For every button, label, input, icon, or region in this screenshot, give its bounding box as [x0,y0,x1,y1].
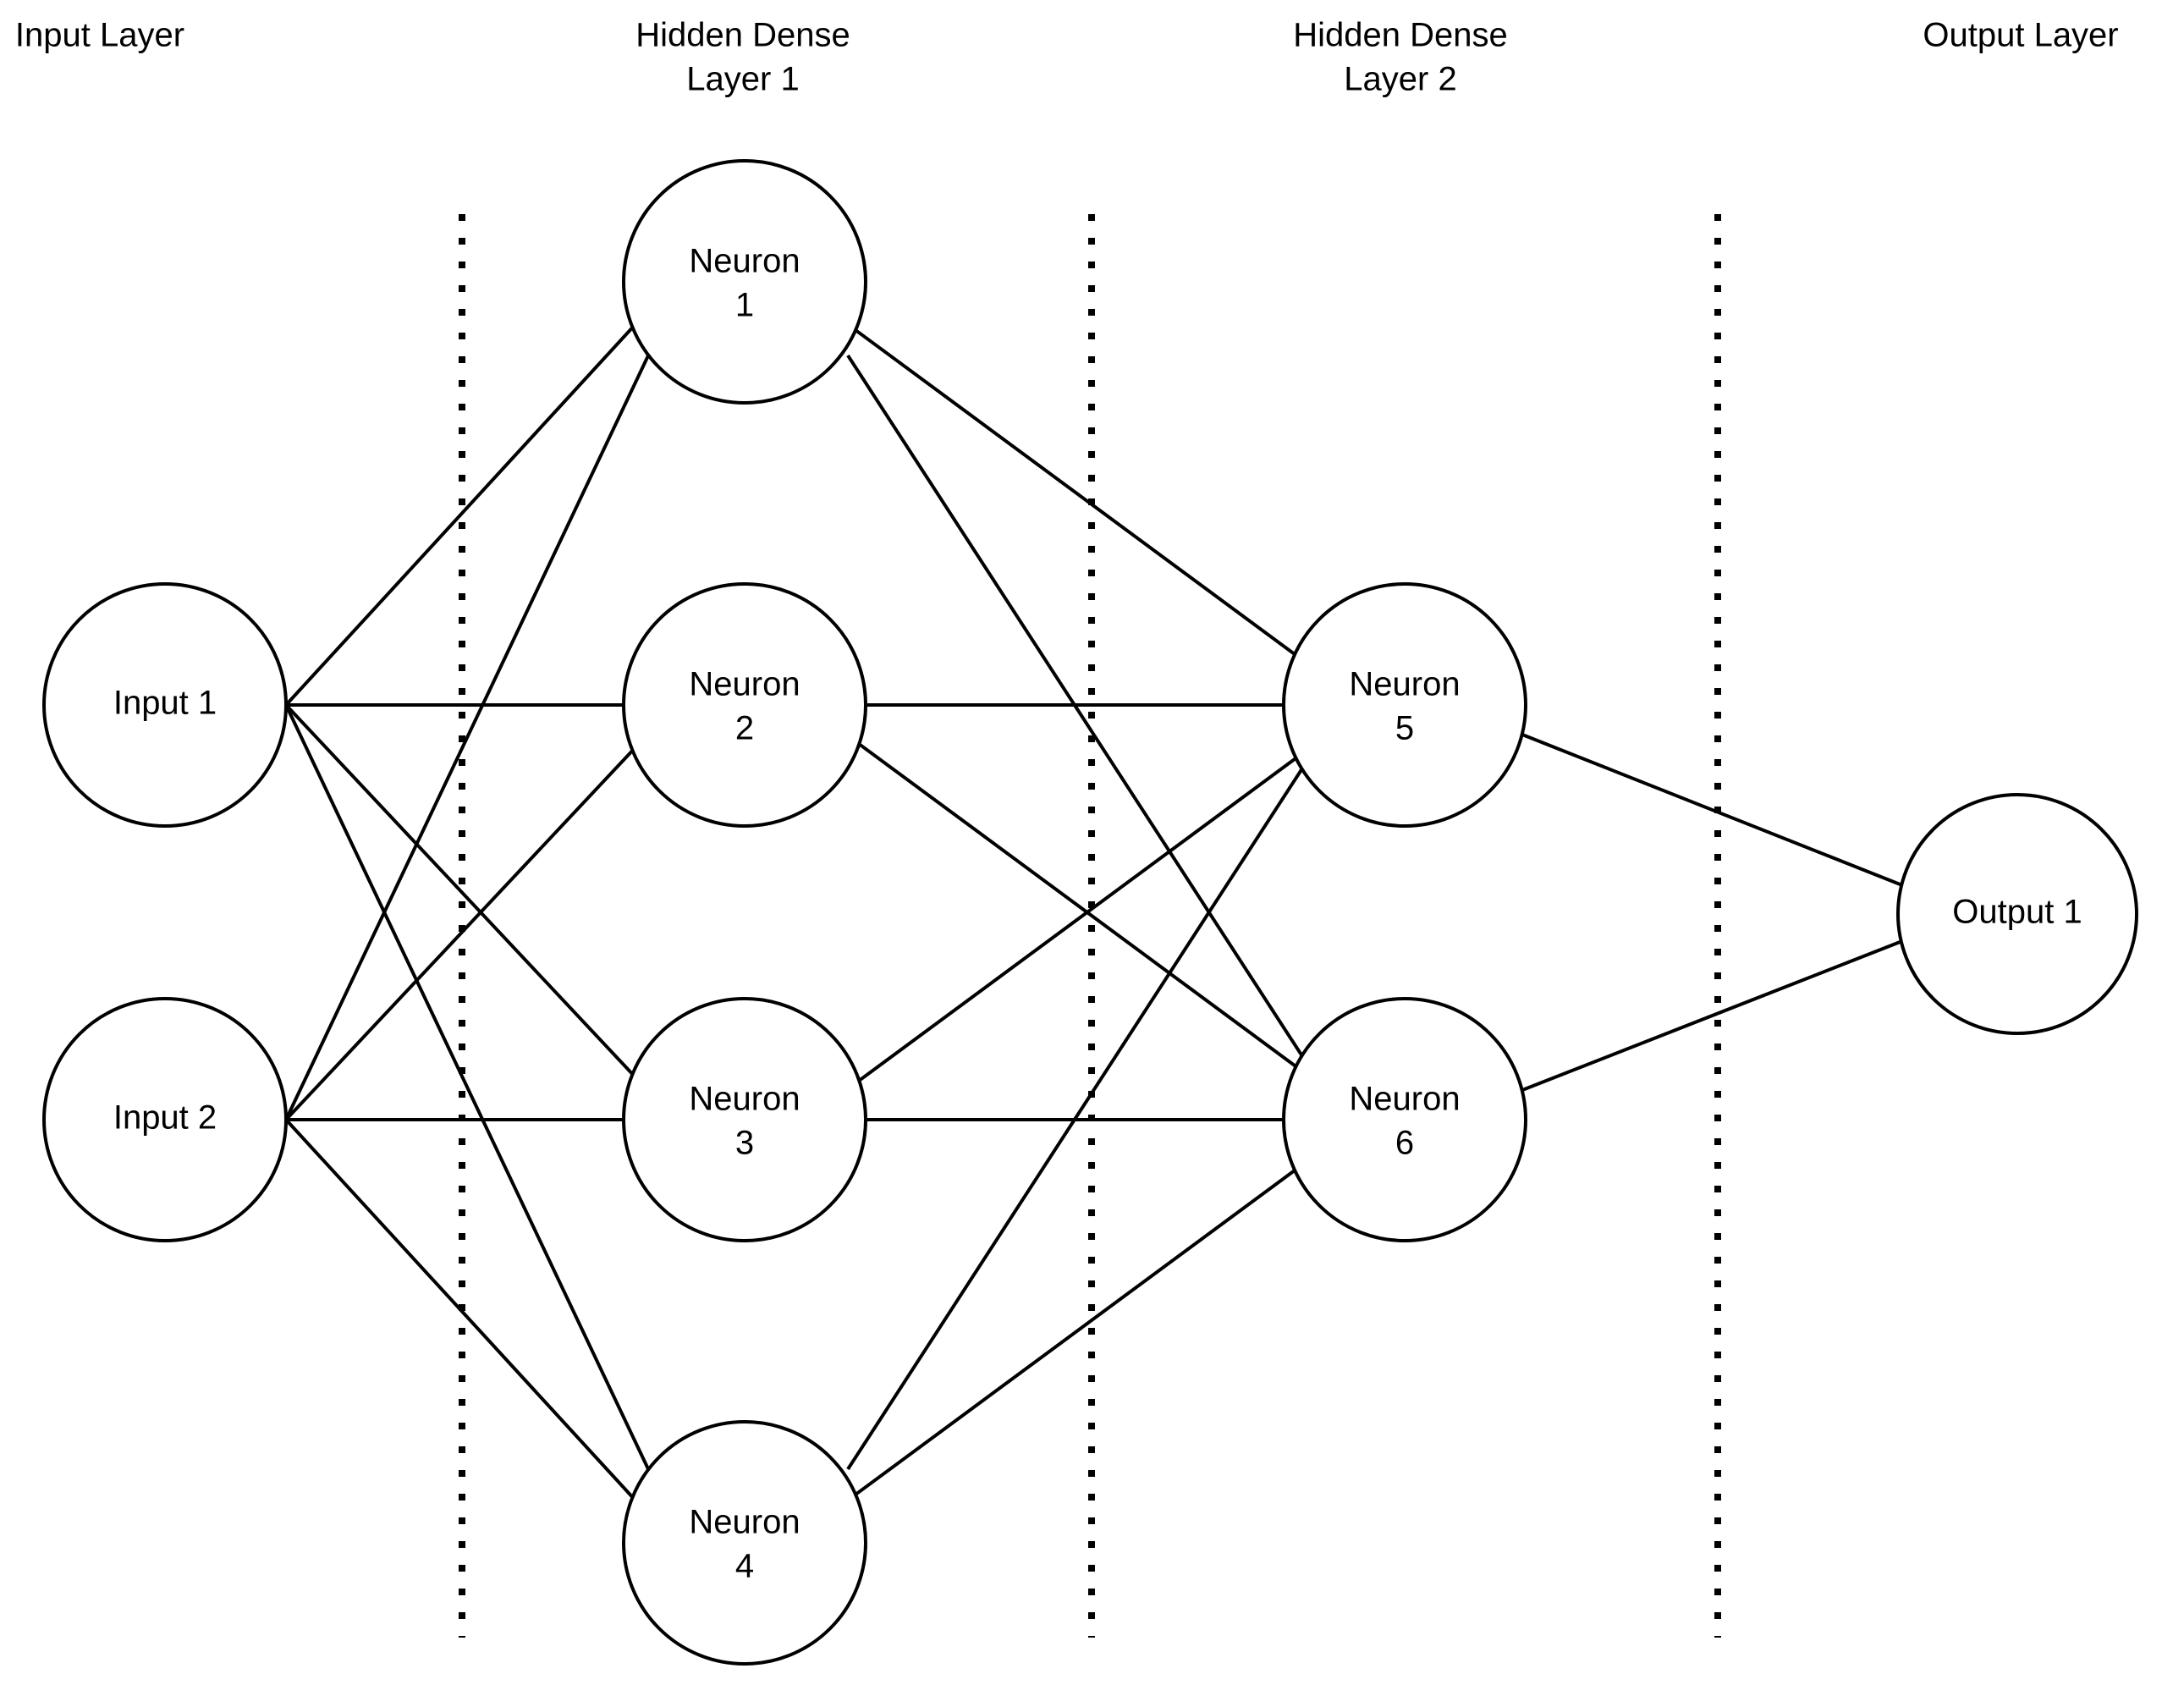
node-neuron6[interactable]: Neuron 6 [1282,997,1527,1242]
layer-title-hidden2-line1: Hidden Dense [1293,17,1508,54]
node-label-neuron1-line2: 1 [735,287,754,324]
node-label-neuron5-line2: 5 [1395,710,1414,747]
edge-neuron4-neuron6 [854,1166,1300,1496]
node-circle-neuron4[interactable] [622,1420,867,1666]
node-label-neuron6-line2: 6 [1395,1125,1414,1162]
node-circle-neuron2[interactable] [622,582,867,828]
node-label-neuron6-line1: Neuron [1349,1081,1460,1118]
node-circle-neuron3[interactable] [622,997,867,1242]
edge-input1-neuron4 [284,704,652,1473]
node-label-neuron3-line2: 3 [735,1125,754,1162]
node-input1[interactable]: Input 1 [42,582,288,828]
layer-title-hidden1-line1: Hidden Dense [635,17,850,54]
node-neuron3[interactable]: Neuron 3 [622,997,867,1242]
node-label-neuron4-line1: Neuron [689,1504,800,1541]
node-label-neuron5-line1: Neuron [1349,666,1460,703]
edge-input1-neuron1 [284,322,638,707]
separator-group [459,214,1721,1638]
node-label-neuron1-line1: Neuron [689,243,800,280]
edge-neuron3-neuron5 [854,755,1300,1085]
node-circle-input1[interactable] [42,582,288,828]
node-neuron1[interactable]: Neuron 1 [622,159,867,405]
node-circle-output1[interactable] [1896,793,2138,1035]
node-circle-neuron1[interactable] [622,159,867,405]
node-label-input2: Input 2 [113,1099,217,1137]
edge-neuron6-output1 [1517,939,1903,1093]
node-circle-input2[interactable] [42,997,288,1242]
node-circle-neuron6[interactable] [1282,997,1527,1242]
node-neuron2[interactable]: Neuron 2 [622,582,867,828]
node-label-neuron2-line1: Neuron [689,666,800,703]
edge-input2-neuron1 [284,351,652,1121]
layer-title-hidden1-line2: Layer 1 [686,61,799,98]
edge-input1-neuron3 [284,703,638,1080]
node-neuron5[interactable]: Neuron 5 [1282,582,1527,828]
edge-group-hidden2-to-output [1517,731,1903,1093]
node-output1[interactable]: Output 1 [1896,793,2138,1035]
node-label-neuron3-line1: Neuron [689,1081,800,1118]
edge-group-hidden1-to-hidden2 [846,328,1304,1496]
node-neuron4[interactable]: Neuron 4 [622,1420,867,1666]
layer-title-input: Input Layer [15,17,184,54]
edge-neuron5-output1 [1517,731,1903,887]
node-label-output1: Output 1 [1952,894,2082,931]
edge-input2-neuron2 [284,745,638,1121]
edge-group-input-to-hidden1 [284,322,652,1503]
layer-title-output: Output Layer [1923,17,2118,54]
node-label-neuron2-line2: 2 [735,710,754,747]
node-label-input1: Input 1 [113,685,217,722]
layer-title-hidden2-line2: Layer 2 [1344,61,1456,98]
edge-neuron4-neuron5 [846,767,1304,1471]
edge-neuron2-neuron6 [854,740,1300,1070]
edge-neuron1-neuron5 [854,328,1300,658]
node-circle-neuron5[interactable] [1282,582,1527,828]
node-input2[interactable]: Input 2 [42,997,288,1242]
node-label-neuron4-line2: 4 [735,1548,754,1585]
